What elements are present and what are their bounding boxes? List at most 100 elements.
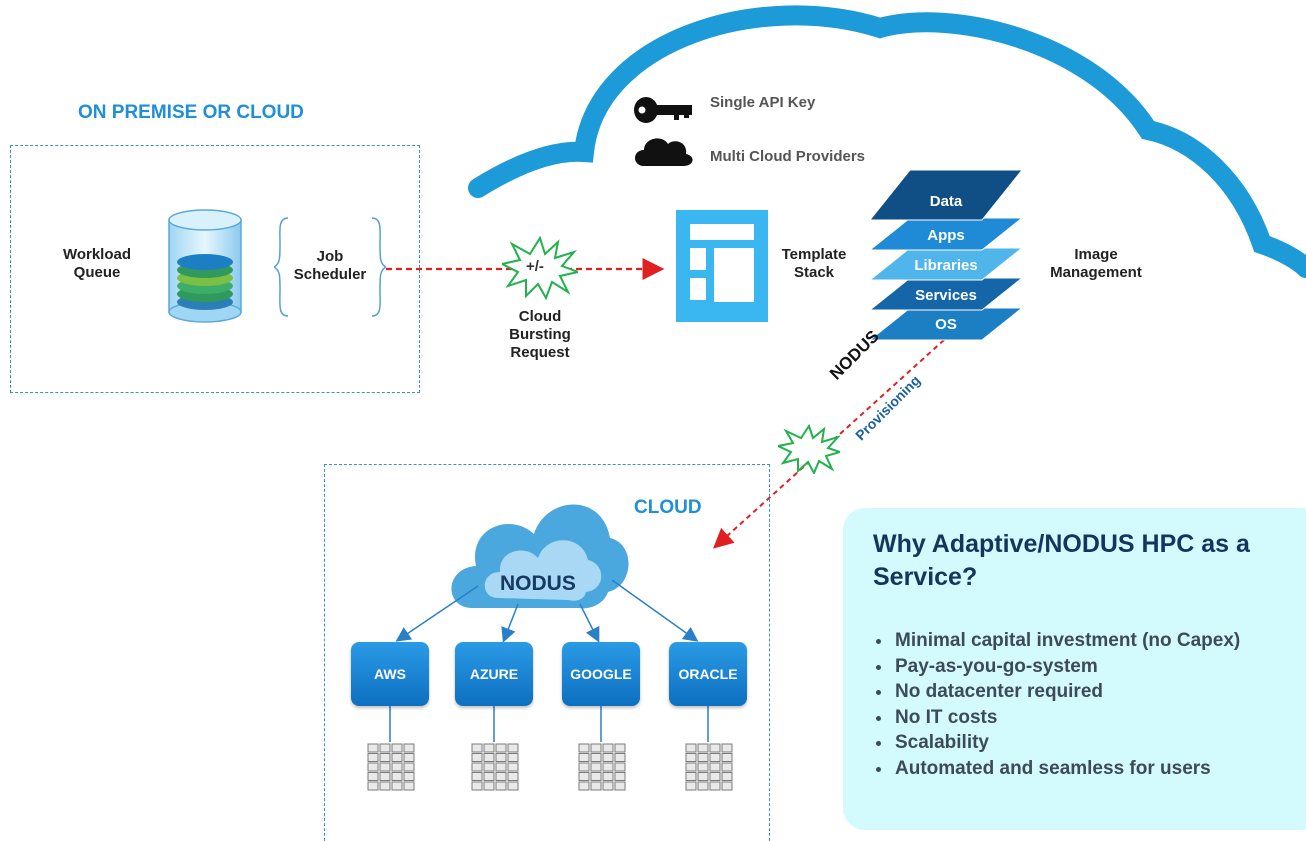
provider-azure: AZURE <box>455 642 533 706</box>
server-cell <box>507 772 519 781</box>
server-cell <box>578 762 590 772</box>
server-cell <box>685 753 697 762</box>
server-cell <box>685 772 697 781</box>
cloud-title: CLOUD <box>634 497 702 518</box>
layer-data <box>870 169 1024 221</box>
key-icon <box>634 97 692 123</box>
server-cell <box>685 762 697 772</box>
server-cell <box>721 781 733 791</box>
server-cell <box>495 743 507 753</box>
cloud-provider-icon <box>635 138 693 166</box>
server-cell <box>507 743 519 753</box>
image-layers: OS Services Libraries Apps Data <box>870 169 1024 341</box>
why-bullet: No IT costs <box>893 705 1240 731</box>
server-cell <box>578 753 590 762</box>
server-cell <box>709 762 721 772</box>
server-cell <box>483 762 495 772</box>
server-cell <box>367 772 379 781</box>
cloud-box <box>324 464 770 841</box>
layer-apps <box>870 217 1024 251</box>
server-cell <box>495 772 507 781</box>
server-cell <box>367 762 379 772</box>
why-panel: Why Adaptive/NODUS HPC as a Service? Min… <box>843 508 1306 830</box>
job-scheduler-label: Job Scheduler <box>293 248 367 283</box>
server-cell <box>721 743 733 753</box>
brace-icon <box>274 217 386 317</box>
server-cell <box>590 772 602 781</box>
server-cell <box>483 743 495 753</box>
server-cell <box>471 781 483 791</box>
server-cell <box>495 753 507 762</box>
server-cell <box>602 772 614 781</box>
onprem-title: ON PREMISE OR CLOUD <box>78 102 304 123</box>
server-cell <box>483 781 495 791</box>
burst-symbol: +/- <box>526 258 544 275</box>
server-cell <box>697 772 709 781</box>
why-bullet: Pay-as-you-go-system <box>893 654 1240 680</box>
why-bullet: No datacenter required <box>893 679 1240 705</box>
template-stack-label: Template Stack <box>781 246 847 281</box>
server-cell <box>721 753 733 762</box>
server-cell <box>403 772 415 781</box>
provider-oracle: ORACLE <box>669 642 747 706</box>
template-stack-icon <box>676 210 768 322</box>
server-cell <box>379 743 391 753</box>
server-cell <box>483 772 495 781</box>
server-cell <box>507 781 519 791</box>
server-cell <box>403 762 415 772</box>
server-cell <box>709 772 721 781</box>
server-cell <box>471 772 483 781</box>
server-cell <box>602 743 614 753</box>
server-cell <box>685 743 697 753</box>
server-cell <box>367 753 379 762</box>
server-cell <box>379 762 391 772</box>
layer-apps-label: Apps <box>927 227 965 244</box>
server-cell <box>590 781 602 791</box>
server-cell <box>391 781 403 791</box>
multi-cloud-label: Multi Cloud Providers <box>710 148 866 165</box>
server-cell <box>495 762 507 772</box>
server-cell <box>614 781 626 791</box>
server-cell <box>403 781 415 791</box>
server-cell <box>709 781 721 791</box>
why-bullet: Minimal capital investment (no Capex) <box>893 628 1240 654</box>
server-grid-google-icon <box>578 743 626 791</box>
why-title: Why Adaptive/NODUS HPC as a Service? <box>873 530 1250 591</box>
provider-google: GOOGLE <box>562 642 640 706</box>
server-grid-azure-icon <box>471 743 519 791</box>
server-cell <box>367 743 379 753</box>
server-cell <box>590 762 602 772</box>
server-cell <box>379 753 391 762</box>
server-cell <box>614 772 626 781</box>
server-cell <box>614 743 626 753</box>
nodus-cloud-label: NODUS <box>500 572 576 595</box>
server-cell <box>471 753 483 762</box>
server-cell <box>507 753 519 762</box>
server-grid-aws-icon <box>367 743 415 791</box>
server-cell <box>578 781 590 791</box>
server-cell <box>391 753 403 762</box>
server-cell <box>602 781 614 791</box>
server-cell <box>602 762 614 772</box>
server-cell <box>379 772 391 781</box>
server-cell <box>391 762 403 772</box>
server-cell <box>483 753 495 762</box>
provider-aws: AWS <box>351 642 429 706</box>
server-cell <box>403 753 415 762</box>
server-cell <box>379 781 391 791</box>
server-cell <box>721 772 733 781</box>
why-bullets: Minimal capital investment (no Capex) Pa… <box>873 628 1240 781</box>
cloud-bursting-label: Cloud Bursting Request <box>509 308 571 361</box>
server-cell <box>685 781 697 791</box>
why-bullet: Scalability <box>893 730 1240 756</box>
server-cell <box>391 772 403 781</box>
layer-libraries-label: Libraries <box>914 257 977 274</box>
layer-os-label: OS <box>935 316 957 333</box>
workload-queue-label: Workload Queue <box>62 246 132 281</box>
server-cell <box>697 743 709 753</box>
server-cell <box>602 753 614 762</box>
server-cell <box>614 753 626 762</box>
server-cell <box>590 753 602 762</box>
layer-services-label: Services <box>915 287 977 304</box>
